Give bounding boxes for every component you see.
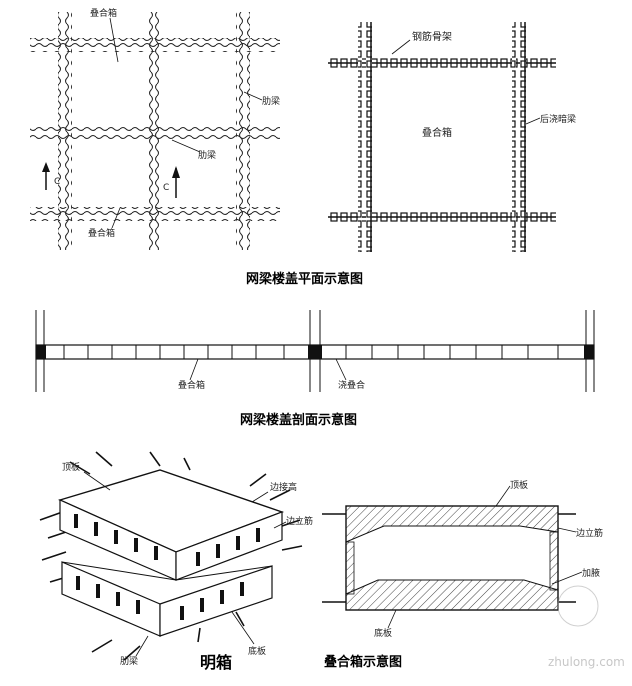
iso-side-rib-label: 边接高 [270,481,297,493]
iso-top-plate-label: 顶板 [62,461,80,473]
section-view: 叠合箱 浇叠合 [35,310,595,392]
plan-right-rebar-label: 钢筋骨架 [412,30,452,43]
slab-end-right [584,345,594,359]
watermark-text: zhulong.com [548,655,625,669]
caption-plan: 网梁楼盖平面示意图 [246,271,363,287]
plan-left-rib-label-mid: 肋梁 [198,149,216,161]
section-mark-right: C [163,183,169,193]
iso-bottom-label: 底板 [248,645,266,657]
iso-name: 明箱 [200,653,232,672]
leader-rib-right [243,91,263,101]
box-section: 顶板 边立筋 加腋 底板 [322,479,603,639]
caption-box: 叠合箱示意图 [324,654,402,670]
rebar-top [328,54,556,68]
leader-beam [525,117,541,125]
iso-mid-edge-b [175,565,273,581]
rebar-bottom [328,210,556,224]
iso-box: 顶板 边接高 边立筋 肋梁 底板 明箱 [39,451,313,672]
rib-v1 [58,12,72,250]
slab-end-left [36,345,46,359]
caption-section: 网梁楼盖剖面示意图 [240,412,357,428]
leader-iso-rib [135,635,149,657]
rebar-right [512,22,526,252]
iso-slots [74,514,260,620]
leader-box-top [495,485,511,507]
box-wall-right [549,531,559,591]
plan-left-box-label-bottom: 叠合箱 [88,227,115,239]
plan-left-box-label-top: 叠合箱 [90,7,117,19]
leader-rib-mid [171,139,201,153]
leader-box-top [109,17,119,63]
iso-rib-label: 肋梁 [120,655,138,667]
box-top-plate-label: 顶板 [510,479,528,491]
leader-box-side [557,527,577,533]
iso-lower-left [61,561,161,637]
box-bottom-label: 底板 [374,627,392,639]
plan-left-rib-label-right: 肋梁 [262,95,280,107]
section-mark-left: C [54,177,60,187]
plan-left-grid: C C 叠合箱 叠合箱 肋梁 肋梁 [30,7,280,250]
watermark: zhulong.com [548,585,625,669]
leader-iso-top [83,471,111,491]
box-side-label: 边立筋 [576,527,603,539]
iso-upper-right [175,511,283,581]
box-wall-left [345,541,355,595]
rebar-left [358,22,372,252]
slab-joint-mid [308,345,322,359]
leader-section-left [189,358,199,381]
leader-iso-side-rib [251,491,269,503]
leader-box-haunch [551,571,583,585]
leader-iso-bottom [231,611,255,645]
section-label-left: 叠合箱 [178,379,205,391]
leader-iso-side-col [273,521,287,529]
rib-v2 [148,12,162,250]
section-label-right: 浇叠合 [338,379,365,391]
section-arrow-left-icon [42,162,50,172]
slab-cells [63,345,559,359]
leader-rebar [391,39,411,55]
iso-mid-edge [61,561,177,581]
watermark-logo-icon [557,585,599,627]
leader-section-right [335,358,347,381]
rib-v3 [236,12,250,250]
leader-box-bottom [111,207,121,229]
section-arrow-right-icon [172,166,180,178]
plan-right-frame: 钢筋骨架 叠合箱 后浇暗梁 [328,22,576,252]
box-bottom-plate [345,579,559,611]
plan-right-box-label: 叠合箱 [422,126,452,139]
iso-rebars [39,451,303,661]
box-haunch-label: 加腋 [582,567,600,579]
plan-right-beam-label: 后浇暗梁 [540,113,576,125]
iso-side-col-label: 边立筋 [286,515,313,527]
leader-box-bottom [387,609,397,629]
